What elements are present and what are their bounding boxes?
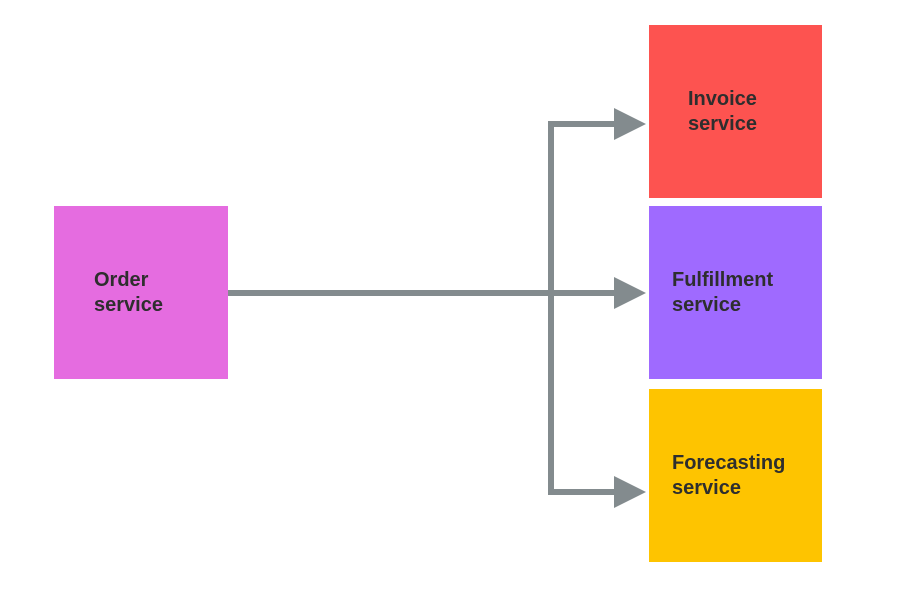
invoice-service-label-line1: Invoice <box>688 88 757 110</box>
invoice-service-node[interactable]: Invoice service <box>649 25 822 198</box>
forecasting-service-label-line2: service <box>672 477 741 499</box>
order-service-label-line1: Order <box>94 269 149 291</box>
arrowhead-invoice <box>614 108 646 140</box>
forecasting-service-label-line1: Forecasting <box>672 452 786 474</box>
order-service-node[interactable]: Order service <box>54 206 228 379</box>
fulfillment-service-label-line2: service <box>672 294 741 316</box>
invoice-service-label: Invoice service <box>688 87 757 137</box>
fulfillment-service-label: Fulfillment service <box>672 268 773 318</box>
invoice-service-label-line2: service <box>688 113 757 135</box>
arrowhead-fulfillment <box>614 277 646 309</box>
order-service-label: Order service <box>94 268 163 318</box>
forecasting-service-label: Forecasting service <box>672 451 785 501</box>
forecasting-service-node[interactable]: Forecasting service <box>649 389 822 562</box>
edge-order-to-invoice <box>548 121 618 293</box>
fulfillment-service-label-line1: Fulfillment <box>672 269 774 291</box>
fulfillment-service-node[interactable]: Fulfillment service <box>649 206 822 379</box>
order-service-label-line2: service <box>94 294 163 316</box>
edge-order-to-forecasting <box>548 293 618 495</box>
arrowhead-forecasting <box>614 476 646 508</box>
